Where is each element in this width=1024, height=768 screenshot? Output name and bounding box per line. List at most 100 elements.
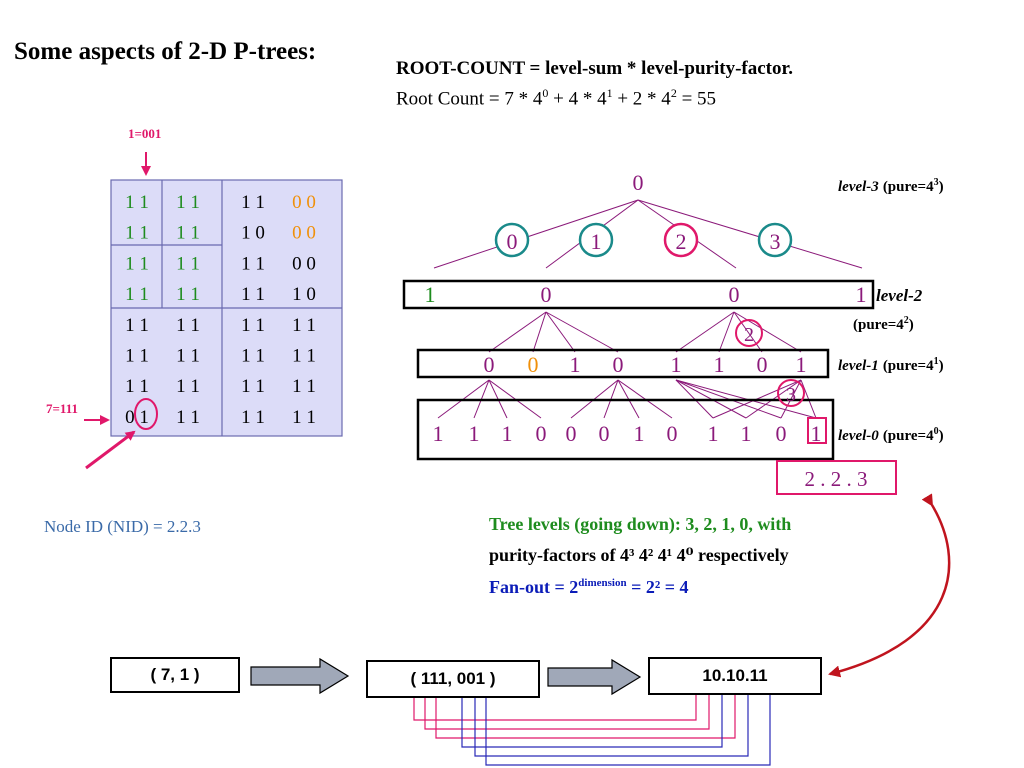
level-1-value: 0 (484, 352, 495, 377)
tree-root: 0 (633, 170, 644, 195)
level-3-label: level-3(pure=43) (838, 177, 944, 195)
calc-prefix: Root Count = 7 * 4 (396, 88, 543, 110)
level-2-label: level-2 (876, 286, 923, 305)
quadrant-child-circle (663, 222, 699, 258)
calc-exp-a: 0 (542, 86, 549, 100)
level-0-label: level-0(pure=40) (838, 426, 944, 444)
level-0-value: 0 (566, 421, 577, 446)
grid-cell: 1 1 (125, 376, 149, 397)
nid-link-arrow (828, 493, 951, 678)
grid-cells: 1 1 1 1 1 1 0 0 1 1 1 1 1 0 0 0 1 1 1 1 1 1 0 0 1 1 1… (125, 192, 316, 428)
path-circle-level-1 (735, 319, 763, 347)
grid-cell: 1 1 (292, 346, 316, 367)
level-2-box (402, 279, 875, 310)
quadrant-child-circle (494, 222, 530, 258)
level-1-value: 1 (671, 352, 682, 377)
convert-arrow-1 (250, 657, 350, 695)
grid-cell: 1 1 (125, 284, 149, 305)
grid-cell: 1 1 (241, 315, 265, 336)
nid-box (776, 460, 897, 495)
bit-wire (485, 691, 771, 766)
path-circle-level-0-label: 3 (786, 384, 796, 406)
grid-cell: 1 1 (176, 407, 200, 428)
level-0-value: 1 (634, 421, 645, 446)
grid-cell: 1 1 (241, 192, 265, 213)
level-0-value: 1 (469, 421, 480, 446)
level-2-purity: (pure=42) (853, 315, 914, 333)
left-coordinate-label: 7=111 (46, 401, 78, 416)
path-circle-level-1-label: 2 (744, 324, 754, 346)
grid-cell: 1 1 (176, 192, 200, 213)
grid-cell: 1 1 (125, 192, 149, 213)
grid-cell: 1 1 (176, 284, 200, 305)
level-0-value: 1 (811, 421, 822, 446)
grid-cell: 1 1 (241, 376, 265, 397)
quadrant-child-label: 1 (591, 229, 602, 254)
level-1-box (416, 348, 830, 379)
cell-pointer-arrow (85, 430, 136, 470)
grid-cell: 1 1 (241, 284, 265, 305)
grid-cell: 1 1 (125, 315, 149, 336)
level-1-value: 1 (714, 352, 725, 377)
grid-cell: 1 0 (292, 284, 316, 305)
level-2-value: 0 (729, 282, 740, 307)
level-0-value: 0 (776, 421, 787, 446)
leaf-highlight-box (807, 417, 827, 444)
convert-arrow-2 (547, 658, 642, 696)
bit-wire (435, 691, 736, 739)
tree-branch (675, 311, 735, 353)
root-count-formula: ROOT-COUNT = level-sum * level-purity-fa… (396, 58, 793, 79)
grid-cell: 1 1 (241, 407, 265, 428)
grid-cell: 1 1 (292, 376, 316, 397)
fanout-prefix: Fan-out = 2 (489, 577, 579, 597)
calc-suffix: = 55 (676, 88, 717, 110)
grid-cell: 1 1 (241, 346, 265, 367)
tree-branch (733, 311, 763, 353)
level-0-value: 1 (708, 421, 719, 446)
tree-branch (545, 311, 576, 353)
level-1-value: 0 (613, 352, 624, 377)
tree-branch (718, 311, 735, 353)
level-2-value: 1 (425, 282, 436, 307)
level-1-label: level-1(pure=41) (838, 356, 944, 374)
grid-cell: 1 1 (292, 407, 316, 428)
tree-branch (545, 311, 619, 353)
bit-interleave-wires (413, 691, 771, 766)
grid-cell: 0 0 (292, 223, 316, 244)
coordinate-box: ( 7, 1 ) (110, 657, 240, 693)
level-0-value: 0 (599, 421, 610, 446)
grid-cell: 1 1 (125, 223, 149, 244)
bit-wire (474, 691, 749, 757)
grid-cell: 1 1 (176, 315, 200, 336)
bit-wire (424, 691, 710, 730)
tree-branch (488, 311, 547, 353)
quadrant-child-circle (757, 222, 793, 258)
tree-branch (637, 199, 863, 269)
level-0-value: 0 (536, 421, 547, 446)
level-0-box (416, 398, 835, 461)
fanout-sup: dimension (578, 577, 627, 589)
calc-exp-c: 2 (670, 86, 677, 100)
calc-mid1: + 4 * 4 (548, 88, 607, 110)
level-1-value: 0 (757, 352, 768, 377)
tree-branch (733, 311, 802, 353)
top-coordinate-label: 1=001 (128, 126, 161, 141)
grid-cell: 1 1 (176, 346, 200, 367)
quadrant-child-circle (578, 222, 614, 258)
nid-box-value: 2 . 2 . 3 (805, 467, 868, 491)
level-2-value: 0 (541, 282, 552, 307)
quadrant-child-label: 2 (676, 229, 687, 254)
grid-cell: 0 0 (292, 192, 316, 213)
grid-cell: 1 1 (125, 346, 149, 367)
level-0-value: 0 (667, 421, 678, 446)
grid-cell: 1 1 (176, 253, 200, 274)
node-id-label: Node ID (NID) = 2.2.3 (44, 517, 201, 536)
calc-exp-b: 1 (606, 86, 613, 100)
grid-cell: 0 0 (292, 253, 316, 274)
bit-wire (461, 691, 723, 748)
tree-branch (433, 199, 639, 269)
